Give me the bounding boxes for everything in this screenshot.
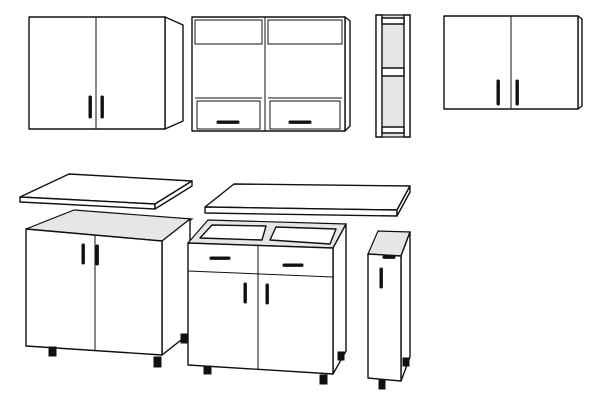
open-drawer-left	[199, 224, 267, 241]
door-handle	[379, 267, 383, 289]
door-handle	[382, 255, 396, 259]
door-handle-left	[243, 282, 247, 304]
drawer-handle-left	[216, 120, 240, 124]
wall-open-shelf-unit	[375, 14, 411, 138]
drawer-front-left	[196, 100, 261, 130]
wall-cabinet-glass-drawers	[191, 16, 351, 132]
cabinet-side-panel	[164, 16, 184, 130]
wall-cabinet-2-door-flat	[443, 15, 583, 110]
shelf-middle	[381, 67, 405, 77]
shelf-bottom	[381, 126, 405, 134]
cabinet-leg	[319, 374, 328, 385]
cabinet-leg	[378, 379, 386, 390]
shelf-side-left	[375, 14, 383, 138]
drawer-handle-left	[209, 256, 231, 260]
shelf-top	[381, 17, 405, 25]
open-drawer-right	[269, 226, 337, 245]
drawer-handle-right	[282, 263, 304, 267]
cabinet-leg	[402, 357, 410, 367]
drawer-divider	[187, 270, 334, 278]
door-handle-left	[88, 95, 92, 119]
shelf-side-right	[403, 14, 411, 138]
base-cabinet-2-door	[19, 173, 194, 368]
cabinet-front	[28, 16, 166, 130]
countertop-top	[204, 183, 411, 211]
cabinet-leg	[48, 346, 57, 357]
cabinet-side-panel	[344, 16, 351, 132]
base-narrow-cabinet	[367, 230, 411, 390]
cabinet-leg	[153, 356, 162, 368]
door-handle-left	[496, 79, 500, 106]
cabinet-front	[25, 228, 163, 356]
countertop-side-edge	[396, 185, 411, 217]
base-cabinet-drawers-doors	[186, 183, 411, 385]
cabinet-front	[187, 242, 334, 375]
door-handle-right	[100, 95, 104, 119]
drawer-handle-right	[288, 120, 312, 124]
wall-cabinet-2-door	[28, 16, 184, 130]
cabinet-leg	[203, 365, 212, 375]
cabinet-bottom-edge	[161, 332, 191, 356]
door-handle-right	[265, 283, 269, 305]
door-handle-left	[81, 243, 85, 265]
cabinet-leg	[337, 351, 345, 361]
drawer-front-right	[269, 100, 341, 130]
cabinet-front	[367, 253, 402, 382]
door-handle-right	[515, 79, 519, 106]
countertop-side-edge	[154, 180, 193, 210]
door-handle-right	[95, 244, 99, 266]
